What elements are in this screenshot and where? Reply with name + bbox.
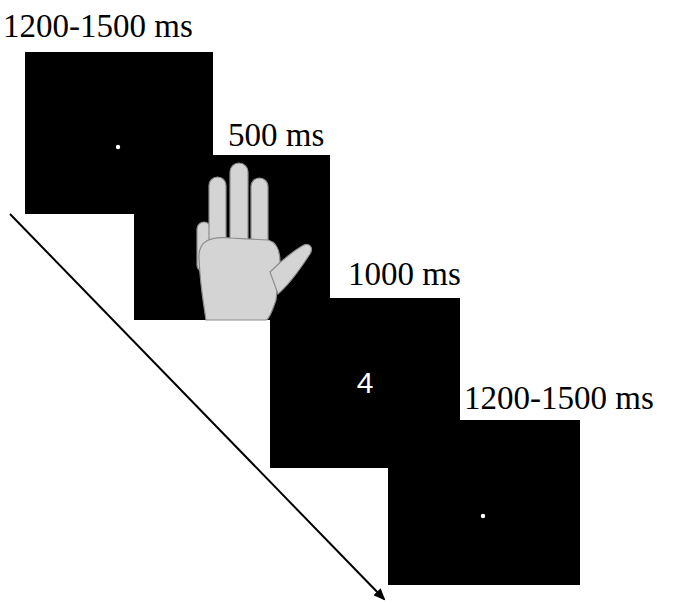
stimulus-screen: 500 ms	[134, 155, 330, 320]
duration-label: 1200-1500 ms	[464, 382, 654, 415]
stimulus-screen: 1200-1500 ms	[388, 420, 580, 585]
fixation-dot	[116, 145, 120, 149]
hand-picture	[197, 163, 311, 320]
fixation-dot	[481, 514, 485, 518]
duration-label: 1200-1500 ms	[3, 10, 193, 43]
duration-label: 1000 ms	[348, 258, 461, 291]
stimulus-digit: 4	[357, 368, 374, 398]
duration-label: 500 ms	[228, 119, 324, 152]
